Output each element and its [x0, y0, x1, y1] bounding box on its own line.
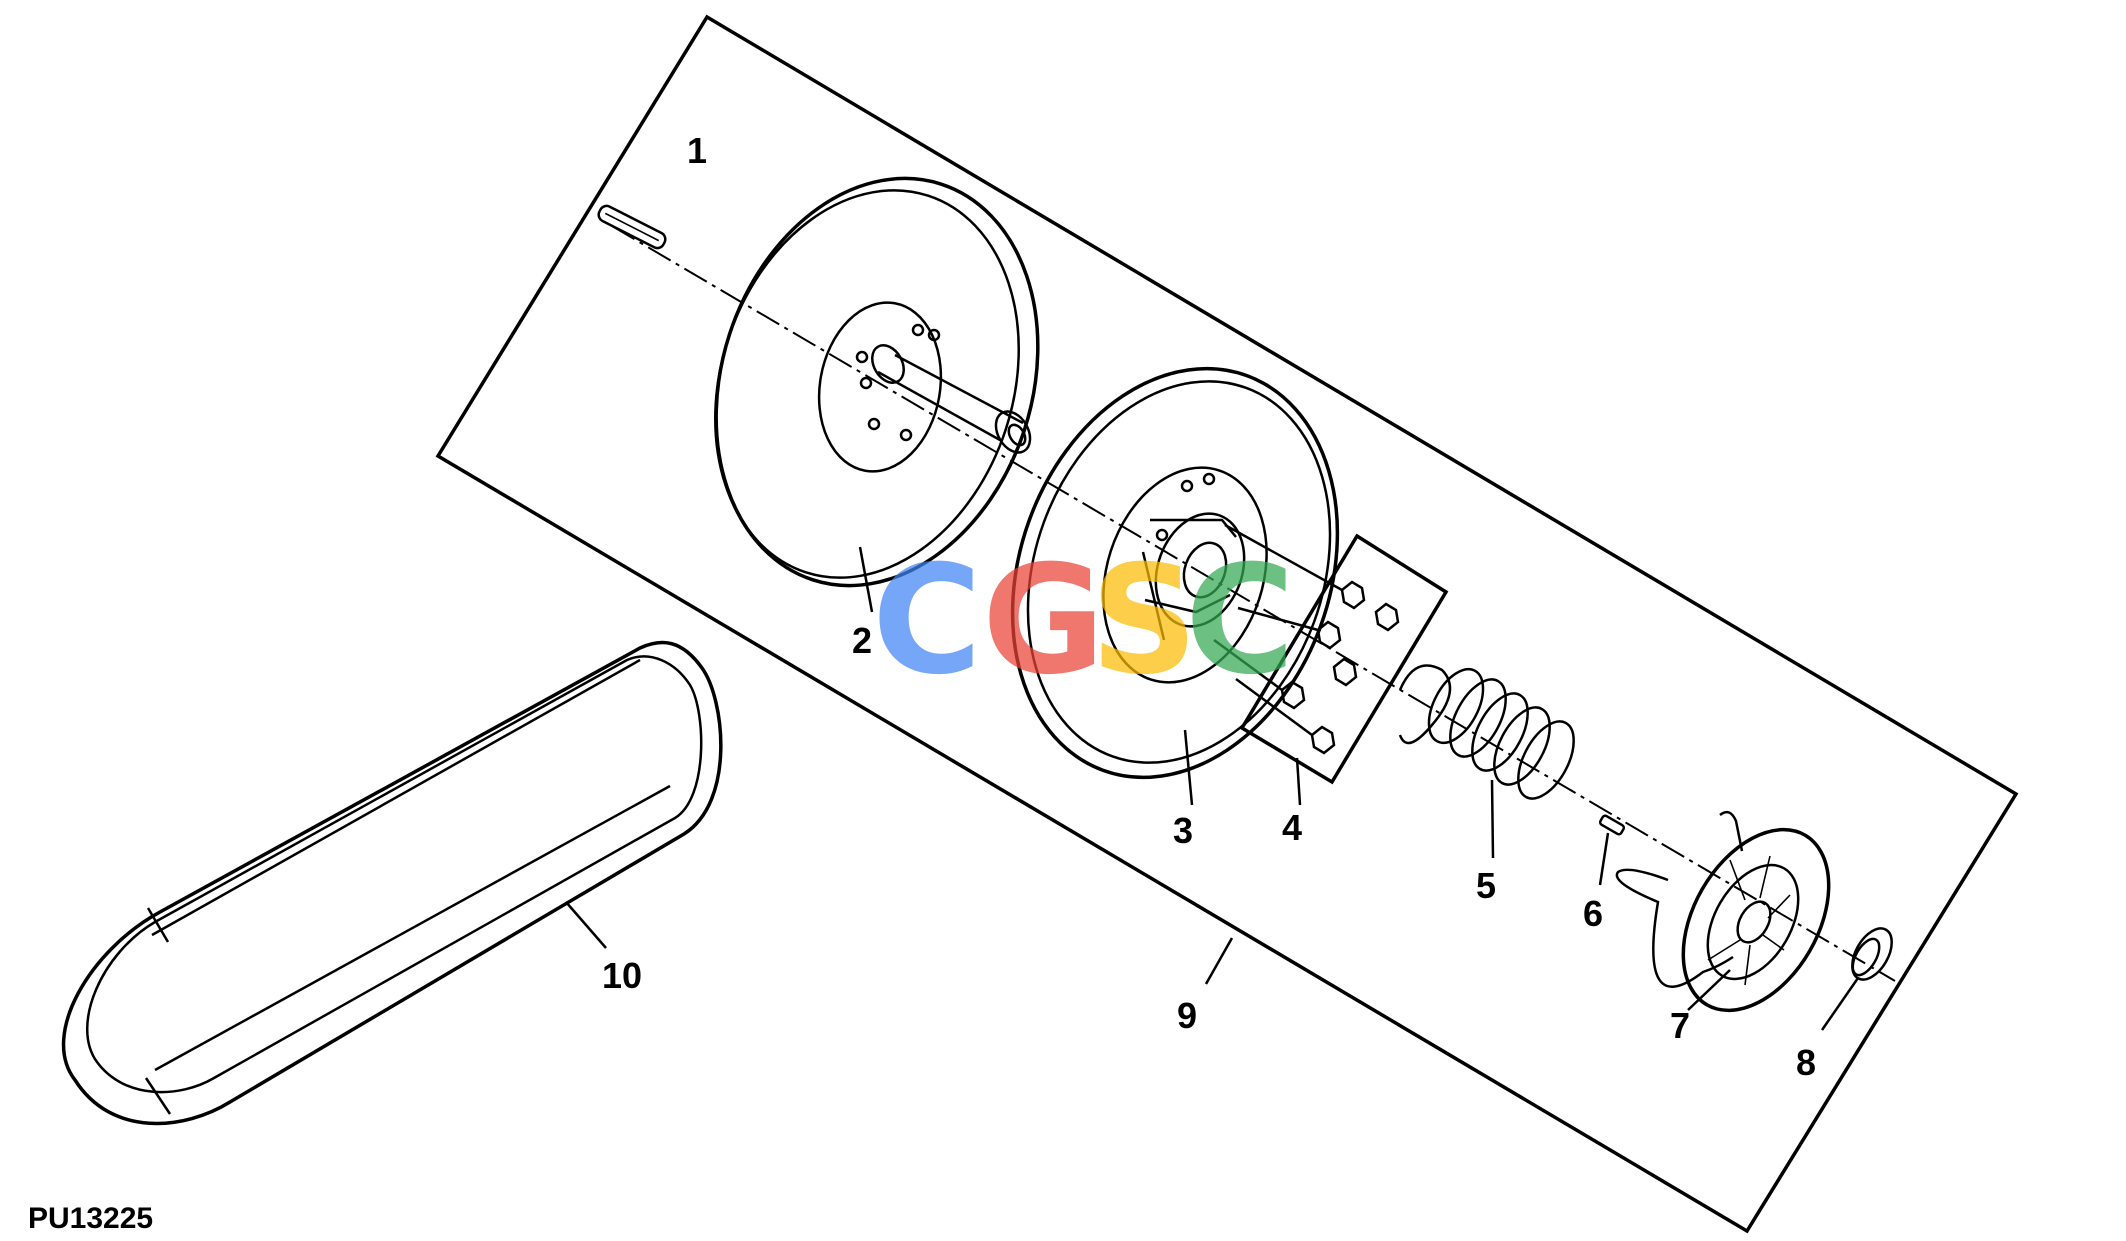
watermark-letter-c2: C: [1185, 534, 1295, 708]
callout-4: 4: [1282, 807, 1302, 848]
leader-2: [858, 546, 874, 613]
watermark-letter-s: S: [1090, 534, 1198, 708]
watermark-gsc: C G S C: [872, 534, 1295, 708]
leader-3: [1183, 729, 1194, 806]
part-8-snap-ring: [1851, 927, 1893, 981]
callout-1: 1: [687, 130, 707, 171]
callout-2: 2: [852, 620, 872, 661]
callout-7: 7: [1670, 1005, 1690, 1046]
part-10-drive-belt: [61, 640, 723, 1126]
part-7-cam-cover: [1615, 810, 1831, 1013]
callout-5: 5: [1476, 865, 1496, 906]
callout-8: 8: [1796, 1042, 1816, 1083]
callout-9: 9: [1177, 995, 1197, 1036]
leader-5: [1490, 779, 1495, 859]
watermark-letter-g: G: [982, 534, 1105, 708]
figure-id: PU13225: [28, 1202, 153, 1235]
part-2-fixed-sheave: [714, 176, 1040, 588]
leader-7: [1687, 969, 1731, 1011]
assembly-outline-box: [435, 14, 2019, 1234]
leader-4: [1295, 757, 1302, 806]
part-4-slider-kit: [1213, 523, 1449, 785]
callout-6: 6: [1583, 893, 1603, 934]
callout-10: 10: [602, 955, 642, 996]
part-1-key: [597, 204, 667, 250]
callout-3: 3: [1173, 810, 1193, 851]
leader-9: [1204, 937, 1234, 985]
leader-6: [1598, 832, 1610, 886]
watermark-letter-c1: C: [872, 534, 982, 708]
center-axis-line: [611, 225, 1896, 982]
part-6-small-key: [1598, 814, 1626, 836]
leader-8: [1820, 977, 1860, 1031]
part-3-movable-sheave: [1010, 366, 1340, 780]
leader-10: [565, 901, 607, 949]
part-5-spring: [1398, 664, 1575, 800]
